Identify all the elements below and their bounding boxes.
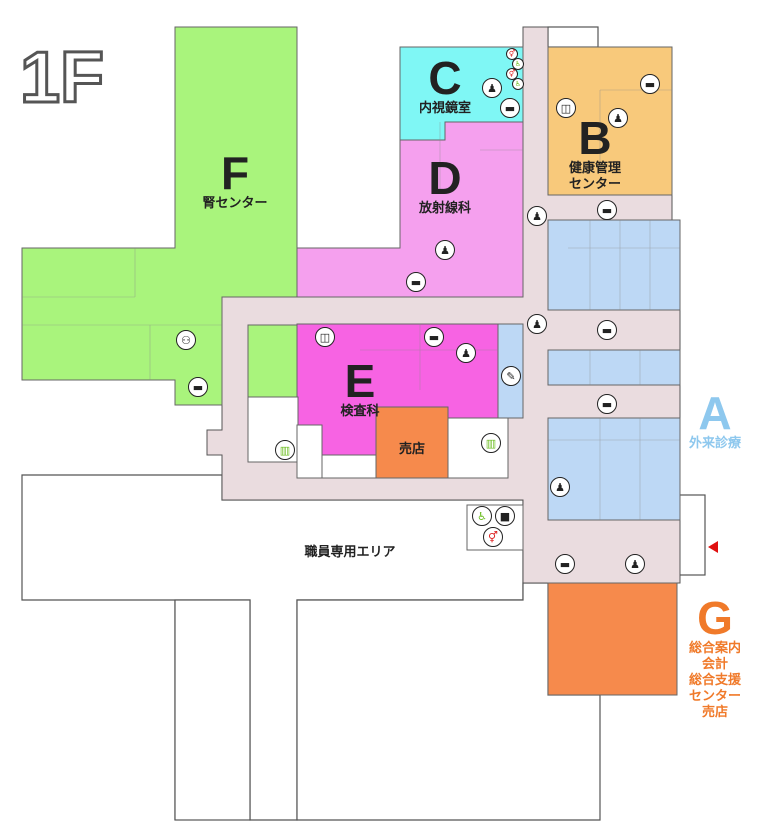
ostomate-icon: ■ — [495, 506, 515, 526]
area-f-letter: F — [220, 147, 250, 199]
pharmacy-icon: ✎ — [501, 366, 521, 386]
area-f-name: 腎センター — [202, 196, 268, 211]
top-block — [547, 26, 599, 48]
area-f-label[interactable]: F 腎センター — [195, 150, 275, 212]
elevator-icon: ▥ — [275, 440, 295, 460]
area-c-name: 内視鏡室 — [418, 101, 471, 116]
area-b-letter: B — [578, 112, 612, 164]
shop-zone — [375, 406, 449, 479]
reception-icon: ♟ — [625, 554, 645, 574]
area-g-name-line: 売店 — [701, 705, 728, 720]
room-white-mid — [321, 454, 377, 479]
area-b-label[interactable]: B 健康管理 センター — [550, 115, 640, 193]
stairs-left — [296, 424, 323, 479]
area-a-zone-2 — [547, 349, 681, 386]
waiting-icon: ▬ — [597, 394, 617, 414]
waiting-icon: ▬ — [424, 327, 444, 347]
area-d-letter: D — [428, 152, 462, 204]
area-a-name: 外来診療 — [688, 436, 741, 451]
bed-icon: ▬ — [188, 377, 208, 397]
area-f-room — [247, 324, 299, 398]
waiting-icon: ▬ — [500, 98, 520, 118]
restroom-icon: ⚥ — [506, 68, 518, 80]
building-outline-left-bottom — [174, 599, 251, 821]
area-a-zone-1 — [547, 219, 681, 311]
entrance-arrow-icon — [708, 541, 718, 553]
waiting-icon: ▬ — [597, 200, 617, 220]
elevator-icon: ▥ — [481, 433, 501, 453]
waiting-icon: ▬ — [640, 74, 660, 94]
area-a-letter: A — [698, 387, 732, 439]
area-b-name-line: 健康管理 — [568, 161, 621, 176]
reception-icon: ♟ — [456, 343, 476, 363]
area-a-label[interactable]: A 外来診療 — [675, 390, 755, 452]
water-icon: ◫ — [556, 98, 576, 118]
area-g-zone — [547, 582, 678, 696]
water-icon: ◫ — [315, 327, 335, 347]
accessible-toilet-icon: ♿ — [512, 58, 524, 70]
shop-label[interactable]: 売店 — [398, 442, 425, 457]
reception-icon: ♟ — [608, 108, 628, 128]
reception-icon: ♟ — [435, 240, 455, 260]
area-g-letter: G — [697, 592, 733, 644]
area-e-name: 検査科 — [340, 404, 380, 419]
restroom-icon: ⚥ — [483, 527, 503, 547]
area-c-zone — [399, 46, 524, 141]
area-g-name-line: 総合案内 — [688, 641, 741, 656]
accessible-toilet-icon: ♿ — [472, 506, 492, 526]
staff-area-label: 職員専用エリア — [304, 545, 396, 560]
area-f-zone — [21, 26, 298, 406]
area-d-name: 放射線科 — [418, 201, 471, 216]
meeting-icon: ⚇ — [176, 330, 196, 350]
reception-icon: ♟ — [527, 314, 547, 334]
waiting-icon: ▬ — [555, 554, 575, 574]
area-c-letter: C — [428, 52, 462, 104]
waiting-icon: ▬ — [406, 272, 426, 292]
area-e-letter: E — [344, 355, 376, 407]
area-b-name-line: センター — [568, 177, 621, 192]
floor-label: 1F — [20, 38, 104, 118]
entrance-block — [676, 494, 706, 576]
reception-icon: ♟ — [527, 206, 547, 226]
waiting-icon: ▬ — [597, 320, 617, 340]
reception-icon: ♟ — [550, 477, 570, 497]
reception-icon: ♟ — [482, 78, 502, 98]
area-d-label[interactable]: D 放射線科 — [395, 155, 495, 217]
area-c-label[interactable]: C 内視鏡室 — [400, 55, 490, 117]
area-g-name-line: 総合支援 — [688, 673, 741, 688]
area-g-label[interactable]: G 総合案内 会計 総合支援 センター 売店 — [675, 595, 755, 721]
accessible-toilet-icon: ♿ — [512, 78, 524, 90]
area-e-label[interactable]: E 検査科 — [320, 358, 400, 420]
area-g-name-line: センター — [688, 689, 741, 704]
restroom-icon: ⚥ — [506, 48, 518, 60]
area-g-name-line: 会計 — [701, 657, 728, 672]
area-a-zone-3 — [547, 417, 681, 521]
